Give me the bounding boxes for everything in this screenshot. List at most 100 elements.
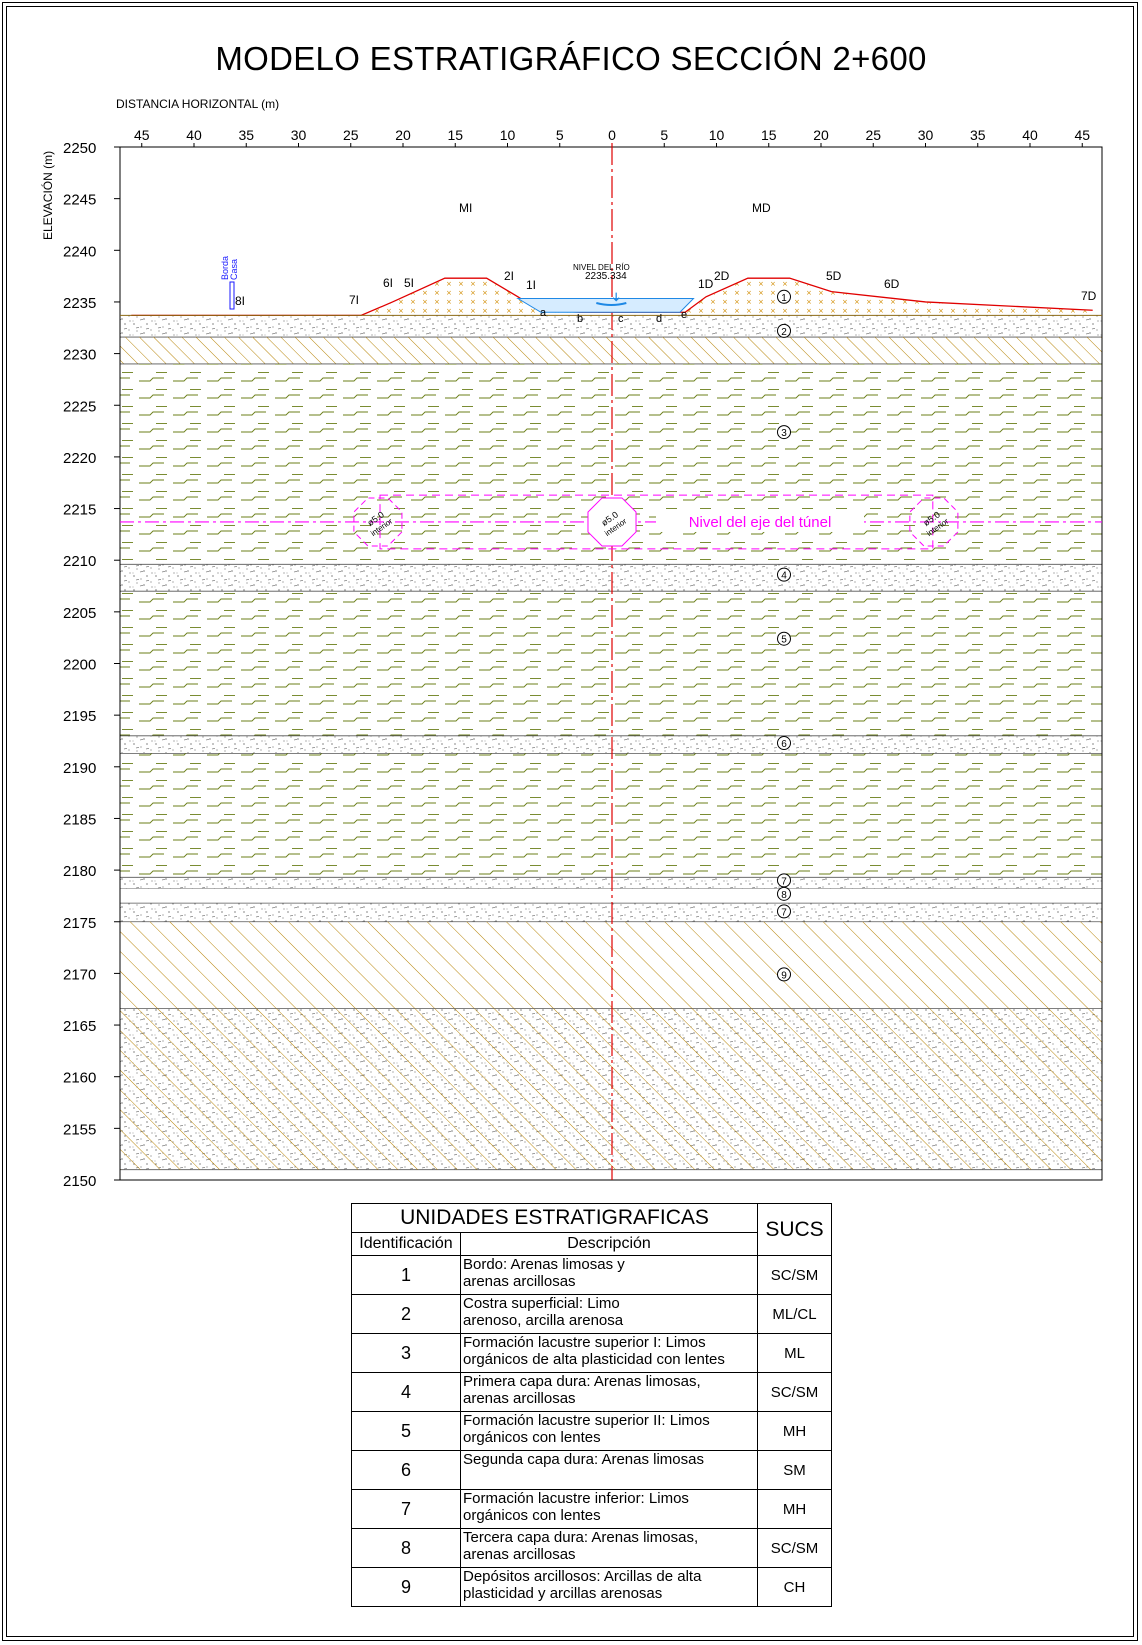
profile-point-label: 5I xyxy=(404,276,414,290)
y-tick-label: 2195 xyxy=(63,708,96,725)
y-tick-label: 2200 xyxy=(63,657,96,674)
col-desc-header: Descripción xyxy=(460,1232,758,1256)
layer-marker xyxy=(777,289,791,304)
unit-id: 5 xyxy=(351,1411,461,1451)
y-tick-label: 2210 xyxy=(63,553,96,570)
profile-point-label: 5D xyxy=(826,269,842,283)
unit-sucs: MH xyxy=(757,1489,832,1529)
x-tick-label: 15 xyxy=(447,127,463,143)
col-id-header: Identificación xyxy=(351,1232,461,1256)
layer-marker-label: 8 xyxy=(781,890,787,901)
river-level-title: NIVEL DEL RÍO xyxy=(573,263,630,272)
unit-id: 8 xyxy=(351,1528,461,1568)
layer-marker xyxy=(777,567,791,582)
house-label-borda: Borda xyxy=(220,256,230,280)
x-tick-label: 35 xyxy=(238,127,254,143)
x-tick-label: 10 xyxy=(500,127,516,143)
layer-marker-label: 6 xyxy=(781,739,787,750)
x-tick-label: 5 xyxy=(556,127,564,143)
water-level-arrow-icon xyxy=(612,292,620,302)
table-row: 4 Primera capa dura: Arenas limosas,aren… xyxy=(351,1372,832,1412)
y-tick-label: 2245 xyxy=(63,192,96,209)
tunnel-label-bg xyxy=(656,511,864,532)
inner-frame xyxy=(6,6,1134,1637)
x-tick-label: 25 xyxy=(865,127,881,143)
y-tick-label: 2175 xyxy=(63,915,96,932)
x-tick-label: 45 xyxy=(1074,127,1090,143)
layer-marker xyxy=(777,631,791,646)
x-tick-label: 20 xyxy=(813,127,829,143)
table-row: 9 Depósitos arcillosos: Arcillas de alta… xyxy=(351,1567,832,1607)
x-tick-label: 5 xyxy=(660,127,668,143)
layer-marker-label: 7 xyxy=(781,876,787,887)
tunnel-section xyxy=(587,497,637,547)
unit-id: 7 xyxy=(351,1489,461,1529)
table-row: 8 Tercera capa dura: Arenas limosas,aren… xyxy=(351,1528,832,1568)
unit-sucs: SC/SM xyxy=(757,1528,832,1568)
stratigraphic-section: × 22502245224022352230222522202215221022… xyxy=(40,97,1103,1190)
col-sucs-header: SUCS xyxy=(757,1203,832,1256)
layer-band-costra xyxy=(120,315,1102,338)
y-tick-label: 2215 xyxy=(63,502,96,519)
layer-band-lacustre-superior-2 xyxy=(120,591,1102,736)
layer-marker xyxy=(777,425,791,440)
unit-sucs: SC/SM xyxy=(757,1372,832,1412)
river-level-value: 2235.334 xyxy=(585,271,627,282)
unit-id: 3 xyxy=(351,1333,461,1373)
profile-point-label: 1I xyxy=(526,278,536,292)
y-tick-label: 2170 xyxy=(63,966,96,983)
page-title: MODELO ESTRATIGRÁFICO SECCIÓN 2+600 xyxy=(215,40,927,77)
layer-band-segunda-capa-dura xyxy=(120,735,1102,754)
embankment-fill xyxy=(131,278,1093,316)
riverbed-point-label: c xyxy=(618,313,624,325)
riverbed-point-label: d xyxy=(656,313,662,325)
layer-marker xyxy=(777,736,791,751)
layer-band-depositos-arcillosos xyxy=(120,921,1102,1009)
x-axis-label: DISTANCIA HORIZONTAL (m) xyxy=(116,97,279,111)
layer-marker-label: 7 xyxy=(781,907,787,918)
table-row: 6 Segunda capa dura: Arenas limosas SM xyxy=(351,1450,832,1490)
unit-id: 2 xyxy=(351,1294,461,1334)
profile-point-label: 7D xyxy=(1081,289,1097,303)
y-tick-label: 2220 xyxy=(63,450,96,467)
profile-point-label: 6D xyxy=(884,277,900,291)
y-axis-label: ELEVACIÓN (m) xyxy=(40,151,55,240)
layer-band-tercera-capa-dura xyxy=(120,888,1102,904)
y-tick-label: 2190 xyxy=(63,760,96,777)
unit-id: 4 xyxy=(351,1372,461,1412)
layer-marker xyxy=(777,967,791,982)
unit-description: Primera capa dura: Arenas limosas,arenas… xyxy=(460,1372,758,1412)
left-margin-label: MI xyxy=(459,201,472,215)
riverbed-point-label: b xyxy=(577,313,583,325)
tunnel-axis-label: Nivel del eje del túnel xyxy=(689,514,832,531)
profile-point-label: 2D xyxy=(714,269,730,283)
house-label-casa: Casa xyxy=(229,259,239,280)
y-tick-label: 2235 xyxy=(63,295,96,312)
y-tick-label: 2225 xyxy=(63,398,96,415)
y-tick-label: 2205 xyxy=(63,605,96,622)
unit-id: 9 xyxy=(351,1567,461,1607)
riverbed-point-label: a xyxy=(540,307,547,319)
river-wave xyxy=(596,302,627,306)
layer-band-hatch-overlay xyxy=(120,1008,1102,1170)
layer-marker-label: 2 xyxy=(781,327,787,338)
tunnel-section xyxy=(909,497,959,547)
tunnel-section xyxy=(353,497,403,547)
layer-marker xyxy=(777,886,791,901)
layer-marker-label: 9 xyxy=(781,970,787,981)
unit-sucs: SC/SM xyxy=(757,1255,832,1295)
layer-band-lacustre-inferior-lens xyxy=(120,877,1102,889)
profile-point-label: 6I xyxy=(383,276,393,290)
layer-marker-label: 5 xyxy=(781,635,787,646)
x-tick-label: 35 xyxy=(970,127,986,143)
tunnel-envelope xyxy=(379,494,934,550)
layer-marker xyxy=(777,323,791,338)
